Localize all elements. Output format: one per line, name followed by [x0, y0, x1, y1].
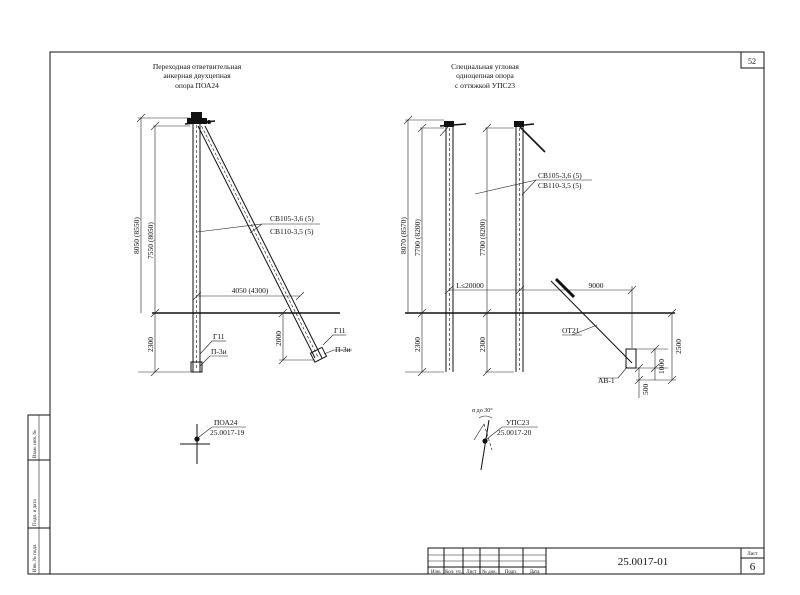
right-guy-label: ОТ21: [562, 326, 580, 335]
left-view: Переходная ответвительная анкерная двухц…: [132, 62, 352, 464]
title-col-list: Лист: [466, 570, 477, 575]
title-col-izm: Изм.: [431, 570, 441, 575]
title-doc-code: 25.0017-01: [618, 556, 668, 568]
title-block: Изм. Кол. уч. Лист № док. Подп. Дата 25.…: [427, 547, 765, 575]
right-wire-label-1: СВ105-3,6 (5): [538, 171, 582, 180]
left-dim-total: 8050 (8550): [132, 217, 141, 254]
right-anchor-leader: [617, 366, 628, 379]
right-plan-code: 25.0017-20: [497, 428, 532, 437]
left-strut-p-leader: [323, 349, 335, 355]
right-title-line-1: Специальная угловая: [451, 62, 519, 71]
left-dim-strut-depth: 2000: [274, 331, 283, 346]
left-plan-symbol: [180, 424, 246, 464]
right-anchor-label: АВ-1: [598, 376, 615, 385]
side-stamp-replace: Взам. инв. №: [32, 430, 38, 458]
left-wire-leader: [196, 223, 263, 233]
title-sheet-number: 6: [750, 561, 756, 573]
title-col-sign: Подп.: [505, 570, 517, 575]
left-strut-label-p: П-3и: [335, 345, 351, 354]
side-stamp-sign: Подп. и дата: [33, 499, 38, 526]
title-col-date: Дата: [530, 570, 541, 575]
right-angle-label: α до 30°: [472, 407, 493, 414]
right-guy-wire: [550, 277, 637, 369]
left-dim-above: 7550 (8050): [146, 222, 155, 259]
left-title-line-3: опора ПОА24: [175, 81, 219, 90]
left-strut: [197, 125, 328, 363]
left-pole-head: [184, 112, 216, 125]
left-pole-label-g: Г11: [213, 332, 225, 341]
right-plan-symbol: [473, 415, 538, 471]
right-pole-1: [439, 121, 467, 372]
left-plan-label: ПОА24: [214, 418, 238, 427]
title-sheet-label: Лист: [747, 552, 758, 557]
left-wire-label-2: СВ110-3,5 (5): [270, 227, 314, 236]
side-stamp-inv: Инв. № подл.: [32, 544, 38, 573]
right-dim-anchor-small: 500: [641, 384, 650, 396]
title-col-doc: № док.: [482, 569, 497, 575]
right-dim-total: 8070 (8570): [399, 217, 408, 254]
sheet-frame: [49, 51, 765, 575]
right-dim-anchor-depth: 2500: [674, 339, 683, 354]
sheet-number-box: [740, 51, 765, 69]
right-view: Специальная угловая одноцепная опора с о…: [399, 62, 683, 471]
right-wire-leader: [474, 179, 537, 195]
left-pole-p-leader: [199, 355, 211, 367]
left-pole-label-p: П-3и: [211, 347, 227, 356]
right-title-line-3: с оттяжкой УПС23: [455, 81, 515, 90]
right-plan-label: УПС23: [506, 418, 529, 427]
left-plan-code: 25.0017-19: [210, 428, 245, 437]
left-title-line-2: анкерная двухцепная: [163, 71, 231, 80]
right-dim-above-2: 7700 (8200): [478, 219, 487, 256]
left-dimension-lines: [136, 113, 315, 377]
right-wire-leader-2: [521, 179, 537, 196]
left-dim-underground: 2300: [146, 337, 155, 352]
right-wire-label-2: СВ110-3,5 (5): [538, 181, 582, 190]
left-pole: [190, 123, 203, 373]
left-pole-g-leader: [199, 340, 213, 355]
right-pole-2: [513, 121, 546, 372]
right-dim-underground: 2300: [413, 337, 422, 352]
side-stamp: Инв. № подл. Подп. и дата Взам. инв. №: [27, 414, 51, 575]
right-dim-underground-2: 2300: [478, 337, 487, 352]
left-strut-g-leader: [322, 334, 334, 346]
right-guy-leader: [571, 324, 598, 336]
title-col-kol: Кол. уч.: [445, 570, 462, 575]
right-dim-above: 7700 (8200): [413, 219, 422, 256]
left-title-line-1: Переходная ответвительная: [153, 62, 242, 71]
sheet-number-top: 52: [748, 57, 756, 66]
right-dim-anchor-block: 1000: [657, 359, 666, 374]
left-strut-label-g: Г11: [334, 326, 346, 335]
left-wire-leader-2: [249, 223, 263, 234]
right-dim-span: L≤20000: [456, 281, 484, 290]
left-dim-horizontal: 4050 (4300): [232, 286, 269, 295]
left-wire-label-1: СВ105-3,6 (5): [270, 214, 314, 223]
right-dimension-lines: [403, 115, 677, 398]
right-title-line-2: одноцепная опора: [456, 71, 514, 80]
right-dim-guy: 9000: [589, 281, 604, 290]
